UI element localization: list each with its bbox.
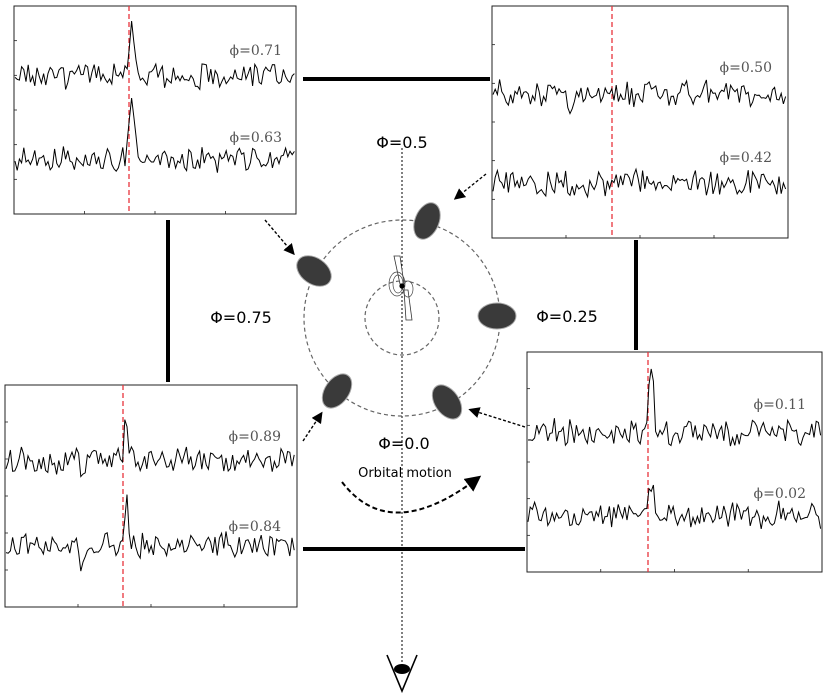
spectrum-line xyxy=(14,98,295,173)
phase-label-bottom: Φ=0.0 xyxy=(378,434,429,453)
spectrum-line xyxy=(527,368,822,447)
phase-annotation: ϕ=0.02 xyxy=(754,486,806,502)
orbital-motion-label: Orbital motion xyxy=(358,466,452,481)
arrow-to-phase-046 xyxy=(453,173,487,200)
phase-annotation: ϕ=0.89 xyxy=(229,429,281,445)
panel-frame xyxy=(13,5,297,215)
companion-star-phase-025 xyxy=(477,302,517,330)
phase-label-top: Φ=0.5 xyxy=(376,133,427,152)
spectrum-line xyxy=(527,484,822,529)
arrow-to-phase-006 xyxy=(468,407,526,428)
spectrum-line xyxy=(5,494,295,572)
phase-annotation: ϕ=0.11 xyxy=(754,397,806,413)
arrow-to-phase-067 xyxy=(264,219,295,256)
phase-annotation: ϕ=0.71 xyxy=(230,43,282,59)
compact-object xyxy=(388,255,414,321)
companion-star-phase-089 xyxy=(321,373,353,409)
inner-orbit xyxy=(364,280,440,356)
spectrum-line xyxy=(14,21,295,91)
companion-star-phase-075 xyxy=(296,255,332,287)
orbital-motion-arrow xyxy=(341,475,482,514)
companion-star-phase-050 xyxy=(413,202,441,240)
spectrum-panel-top-right: ϕ=0.50 ϕ=0.42 xyxy=(491,5,789,239)
phase-label-right: Φ=0.25 xyxy=(536,307,598,326)
observer-eye-icon xyxy=(386,654,418,694)
companion-stars xyxy=(296,202,517,420)
phase-annotation: ϕ=0.50 xyxy=(720,60,772,76)
phase-annotation: ϕ=0.84 xyxy=(229,519,282,535)
panel-frame xyxy=(4,384,298,608)
spectrum-panel-bottom-right: ϕ=0.11 ϕ=0.02 xyxy=(526,351,823,573)
phase-annotation: ϕ=0.63 xyxy=(230,130,282,146)
phase-annotation: ϕ=0.42 xyxy=(720,150,772,166)
spectrum-line xyxy=(492,167,787,199)
spectrum-line xyxy=(5,419,295,478)
phase-label-left: Φ=0.75 xyxy=(210,308,272,327)
panel-frame xyxy=(526,351,823,573)
spectrum-panel-top-left: ϕ=0.71 ϕ=0.63 xyxy=(13,5,297,215)
spectrum-panel-bottom-left: ϕ=0.89 ϕ=0.84 xyxy=(4,384,298,608)
panel-frame xyxy=(491,5,789,239)
spectrum-line xyxy=(492,79,787,115)
companion-star-phase-011 xyxy=(431,384,463,420)
arrow-to-phase-086 xyxy=(302,411,323,442)
